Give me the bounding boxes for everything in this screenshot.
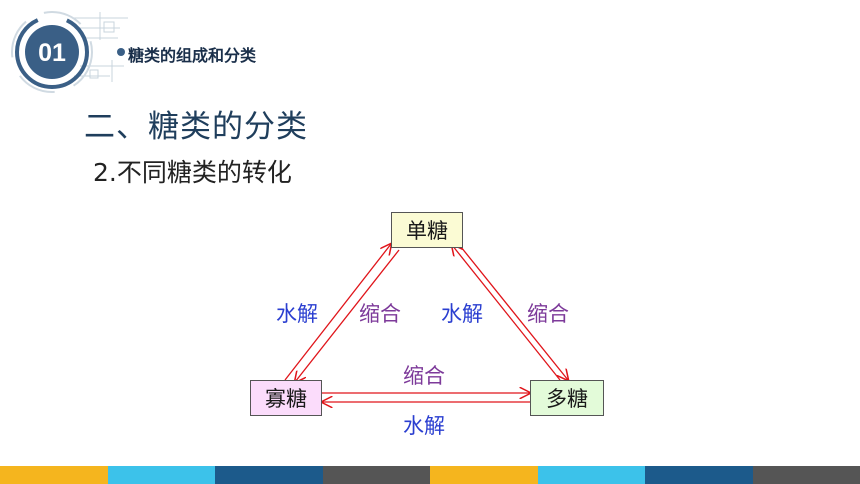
arrow-mono-to-oligo (295, 249, 400, 382)
arrow-oligo-to-mono (284, 244, 391, 381)
page-subheading: 2.不同糖类的转化 (93, 158, 292, 187)
footer-segment (322, 466, 430, 484)
page-heading: 二、糖类的分类 (84, 109, 308, 145)
footer-segment (107, 466, 215, 484)
footer-segment (537, 466, 645, 484)
label-hydrolysis-left: 水解 (276, 302, 318, 326)
badge-outer-ring (15, 15, 89, 89)
badge-circle (25, 25, 79, 79)
footer-segment (430, 466, 538, 484)
label-condensation-left: 缩合 (359, 302, 401, 326)
label-condensation-right: 缩合 (527, 302, 569, 326)
badge-number: 01 (38, 39, 66, 67)
footer-segment (215, 466, 323, 484)
section-title: 糖类的组成和分类 (128, 46, 257, 65)
footer-segment (752, 466, 860, 484)
node-monosaccharide: 单糖 (391, 212, 463, 248)
label-hydrolysis-bottom: 水解 (403, 414, 445, 438)
node-polysaccharide: 多糖 (530, 380, 604, 416)
arrow-mono-to-poly (460, 246, 568, 380)
section-badge-logo: 01 (11, 11, 128, 93)
badge-accent-ring (11, 11, 93, 93)
label-hydrolysis-right: 水解 (441, 302, 483, 326)
bullet-dot-icon (117, 48, 125, 56)
footer-segment (0, 466, 108, 484)
footer-segment (645, 466, 753, 484)
footer-color-bar (0, 466, 860, 484)
node-oligosaccharide: 寡糖 (250, 380, 322, 416)
label-condensation-bottom: 缩合 (403, 364, 445, 388)
arrow-poly-to-mono (452, 245, 561, 381)
